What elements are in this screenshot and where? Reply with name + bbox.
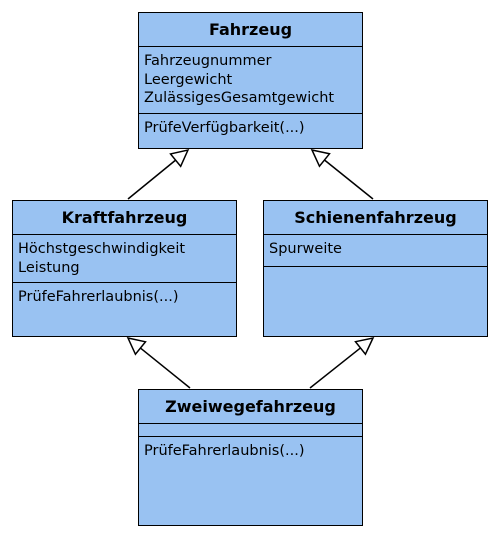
arrow-line — [324, 159, 374, 200]
attribute: Leistung — [18, 259, 80, 276]
arrow-line — [127, 159, 177, 200]
generalization-arrow-zweiwegefahrzeug-to-schienenfahrzeug — [309, 336, 375, 389]
method: PrüfeFahrerlaubnis(...) — [18, 289, 179, 305]
class-name: Zweiwegefahrzeug — [139, 390, 362, 424]
method: PrüfeVerfügbarkeit(...) — [144, 119, 305, 136]
arrow-line — [309, 347, 361, 389]
methods-section: PrüfeFahrerlaubnis(...) — [139, 437, 362, 466]
class-kraftfahrzeug[interactable]: Kraftfahrzeug Höchstgeschwindigkeit Leis… — [12, 200, 237, 337]
class-zweiwegefahrzeug[interactable]: Zweiwegefahrzeug PrüfeFahrerlaubnis(...) — [138, 389, 363, 526]
arrow-line — [139, 347, 191, 389]
class-name: Schienenfahrzeug — [264, 201, 487, 235]
attributes-section — [139, 424, 362, 437]
methods-section: PrüfeFahrerlaubnis(...) — [13, 283, 236, 312]
hollow-triangle-arrowhead — [354, 336, 375, 356]
generalization-arrow-zweiwegefahrzeug-to-kraftfahrzeug — [126, 336, 191, 389]
class-schienenfahrzeug[interactable]: Schienenfahrzeug Spurweite — [263, 200, 488, 337]
methods-section — [264, 267, 487, 277]
class-name: Kraftfahrzeug — [13, 201, 236, 235]
hollow-triangle-arrowhead — [126, 336, 147, 356]
methods-section: PrüfeVerfügbarkeit(...) — [139, 114, 362, 143]
generalization-arrow-schienenfahrzeug-to-fahrzeug — [310, 148, 374, 200]
class-name: Fahrzeug — [139, 13, 362, 47]
attributes-section: Spurweite — [264, 235, 487, 267]
attributes-section: Fahrzeugnummer Leergewicht ZulässigesGes… — [139, 47, 362, 114]
method: PrüfeFahrerlaubnis(...) — [144, 443, 305, 459]
attribute: Höchstgeschwindigkeit — [18, 241, 186, 257]
attribute: Leergewicht — [144, 71, 233, 88]
attribute: Fahrzeugnummer — [144, 53, 272, 69]
hollow-triangle-arrowhead — [169, 148, 190, 168]
generalization-arrow-kraftfahrzeug-to-fahrzeug — [127, 148, 190, 200]
attribute: Spurweite — [269, 241, 342, 257]
hollow-triangle-arrowhead — [310, 148, 331, 168]
class-fahrzeug[interactable]: Fahrzeug Fahrzeugnummer Leergewicht Zulä… — [138, 12, 363, 149]
attributes-section: Höchstgeschwindigkeit Leistung — [13, 235, 236, 283]
attribute: ZulässigesGesamtgewicht — [144, 90, 335, 106]
